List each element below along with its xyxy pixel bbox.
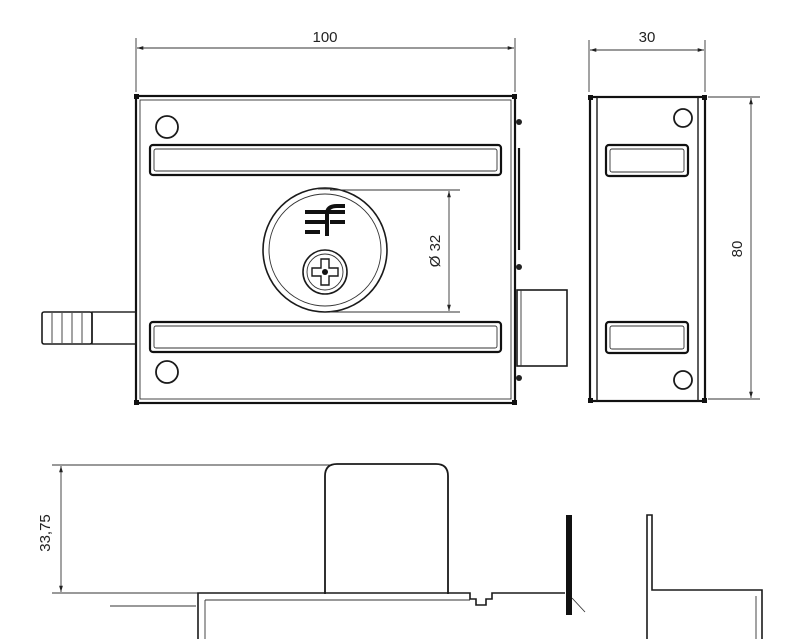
screw-hole (673, 108, 693, 128)
side-view: 30 80 (588, 29, 760, 403)
screw-hole (155, 360, 179, 384)
width-dimension-label: 100 (312, 29, 337, 46)
projection-dimension-label: 33,75 (37, 514, 54, 552)
depth-dimension: 30 (588, 29, 706, 92)
bottom-view: 33,75 (37, 463, 763, 639)
key-plug (302, 249, 348, 295)
projection-dimension: 33,75 (37, 464, 330, 594)
cylinder (262, 187, 388, 313)
width-dimension: 100 (135, 29, 516, 92)
screw-hole (673, 370, 693, 390)
left-bolt (41, 311, 137, 345)
lock-housing (134, 94, 522, 405)
mounting-slot (604, 320, 690, 355)
diameter-dimension: Ø 32 (330, 189, 460, 313)
front-view: 100 (41, 29, 568, 405)
height-dimension-label: 80 (729, 241, 746, 258)
keyway-icon (311, 258, 339, 286)
screw-hole (155, 115, 179, 139)
right-latch (516, 289, 568, 367)
depth-dimension-label: 30 (639, 29, 656, 46)
mounting-slot (148, 143, 503, 177)
mounting-slot (148, 320, 503, 354)
mounting-slot (604, 143, 690, 178)
diameter-dimension-label: Ø 32 (427, 235, 444, 268)
height-dimension: 80 (708, 96, 760, 400)
cylinder-profile (324, 463, 449, 594)
logo-icon (305, 204, 345, 236)
